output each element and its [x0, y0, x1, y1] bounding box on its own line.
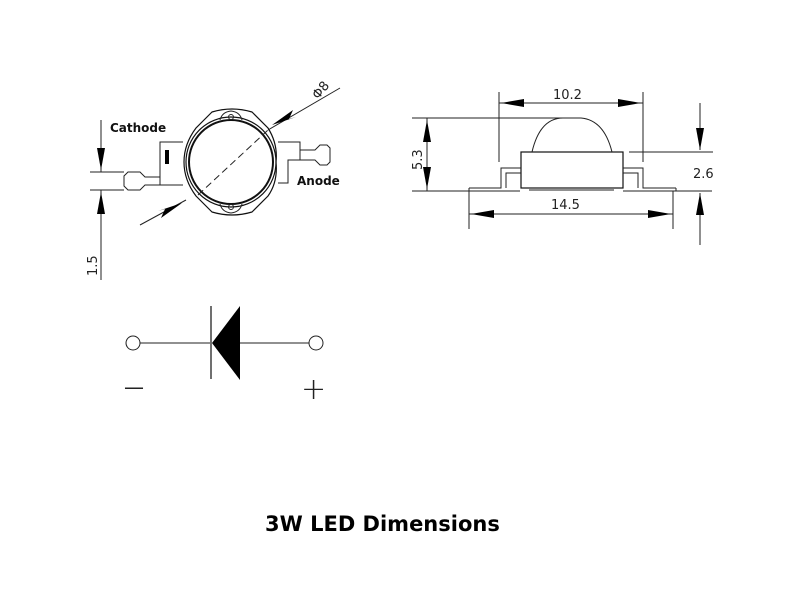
- side-view: 10.2 5.3 2.6 14.5: [411, 88, 714, 245]
- side-lens-dome: [531, 117, 613, 153]
- length-arrow-left: [471, 210, 494, 218]
- diagram-caption: 3W LED Dimensions: [265, 512, 500, 536]
- total-height-label: 5.3: [411, 149, 426, 170]
- height-arrow-bottom: [423, 167, 431, 189]
- diameter-label: Φ8: [310, 79, 333, 103]
- bottom-notch-hole: [228, 204, 234, 210]
- side-lead-left: [469, 167, 521, 189]
- cathode-terminal: [125, 335, 141, 351]
- body-arrow-bottom: [696, 193, 704, 215]
- diameter-centerline: [197, 129, 269, 196]
- negative-sign: —: [124, 375, 144, 399]
- top-notch-hole: [228, 114, 234, 120]
- anode-lead: [278, 141, 331, 184]
- diameter-leader-bottom: [139, 199, 187, 226]
- body-arrow-top: [696, 128, 704, 150]
- top-view: Φ8 1.5 Cathode Anode: [86, 79, 341, 280]
- lens-outer-ring: [185, 116, 277, 208]
- positive-sign: +: [301, 372, 326, 407]
- side-body: [520, 151, 624, 189]
- cathode-marker: [165, 150, 169, 164]
- anode-label: Anode: [297, 174, 340, 188]
- lead-arrow-top: [97, 148, 105, 170]
- cathode-label: Cathode: [110, 121, 166, 135]
- lens-width-label: 10.2: [553, 88, 582, 103]
- lens-arrow-left: [501, 99, 524, 107]
- diameter-arrow-bottom: [158, 203, 182, 218]
- package-outline: [183, 108, 277, 216]
- height-arrow-top: [423, 120, 431, 142]
- body-height-label: 2.6: [693, 167, 714, 182]
- side-lead-right: [623, 167, 676, 189]
- anode-terminal: [308, 335, 324, 351]
- total-length-label: 14.5: [551, 198, 580, 213]
- bottom-notch: [219, 203, 243, 214]
- diode-symbol: — +: [124, 306, 326, 407]
- diameter-arrow-top: [272, 110, 296, 125]
- lens-arrow-right: [618, 99, 641, 107]
- diode-triangle: [212, 306, 240, 380]
- lead-width-label: 1.5: [86, 255, 101, 276]
- cathode-lead: [123, 141, 183, 191]
- diameter-leader-top: [267, 87, 341, 131]
- lead-arrow-bottom: [97, 192, 105, 214]
- length-arrow-right: [648, 210, 671, 218]
- top-notch: [219, 110, 243, 121]
